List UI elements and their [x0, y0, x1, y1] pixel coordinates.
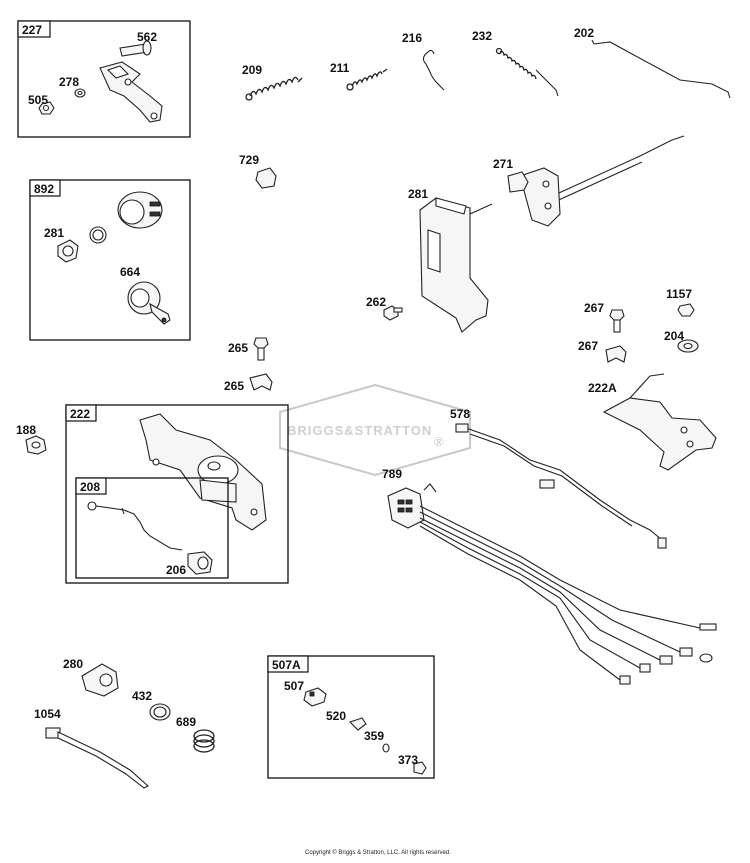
part-562[interactable]: 562: [119, 30, 157, 57]
part-1054[interactable]: 1054: [34, 707, 149, 789]
watermark-symbol: ®: [434, 434, 445, 449]
part-664-label: 281: [44, 226, 64, 240]
part-232[interactable]: 232: [472, 29, 559, 97]
part-204[interactable]: 204: [664, 329, 699, 353]
part-267-left[interactable]: 265: [228, 337, 269, 361]
box-892-label: 892: [34, 182, 54, 196]
box-208[interactable]: 208: [75, 477, 229, 579]
part-262-label: 262: [366, 295, 386, 309]
box-227[interactable]: 227: [17, 20, 191, 138]
link-rod-208: [87, 501, 183, 551]
part-359[interactable]: 359: [364, 729, 390, 753]
part-278-label: 278: [59, 75, 79, 89]
ignition-switch-892: [117, 191, 163, 229]
part-578-label: 578: [450, 407, 470, 421]
box-222[interactable]: 222: [65, 404, 289, 584]
part-280[interactable]: 280: [63, 657, 119, 697]
part-265-left[interactable]: 265: [224, 373, 273, 393]
part-373-label: 373: [398, 753, 418, 767]
part-689[interactable]: 689: [176, 715, 215, 753]
watermark: BRIGGS&STRATTON ®: [279, 383, 471, 477]
watermark-text: BRIGGS&STRATTON: [287, 423, 432, 438]
part-232-label: 232: [472, 29, 492, 43]
bracket-227: [99, 61, 163, 123]
part-265-right[interactable]: 267: [578, 339, 627, 363]
part-507[interactable]: 507: [284, 679, 327, 707]
part-578[interactable]: 578: [450, 407, 667, 549]
part-280-label: 280: [63, 657, 83, 671]
part-271-label: 271: [493, 157, 513, 171]
box-507A[interactable]: 507A: [267, 655, 435, 779]
part-267-right[interactable]: 267: [584, 301, 625, 333]
part-262[interactable]: 262: [366, 295, 403, 321]
part-432-label: 432: [132, 689, 152, 703]
part-990[interactable]: 664: [120, 265, 171, 325]
part-373[interactable]: 373: [398, 753, 427, 775]
part-789-label: 789: [382, 467, 402, 481]
part-520[interactable]: 520: [326, 709, 367, 731]
copyright-text: Copyright © Briggs & Stratton, LLC. All …: [305, 849, 451, 856]
part-281[interactable]: 281: [408, 187, 493, 333]
part-222A-label: 222A: [588, 381, 617, 395]
part-267-right-label: 267: [584, 301, 604, 315]
part-432[interactable]: 432: [132, 689, 171, 721]
part-664[interactable]: 281: [44, 226, 79, 263]
part-562-label: 562: [137, 30, 157, 44]
box-227-label: 227: [22, 23, 42, 37]
box-892[interactable]: 892: [29, 179, 191, 341]
part-209-label: 209: [242, 63, 262, 77]
part-211-label: 211: [330, 61, 350, 75]
part-202-label: 202: [574, 26, 594, 40]
part-729[interactable]: 729: [239, 153, 277, 189]
part-281-label: 281: [408, 187, 428, 201]
part-1054-label: 1054: [34, 707, 61, 721]
part-990-label: 664: [120, 265, 140, 279]
part-505-label: 505: [28, 93, 48, 107]
part-188-label: 188: [16, 423, 36, 437]
part-202[interactable]: 202: [574, 26, 731, 99]
solenoid-bracket-222: [139, 413, 267, 531]
part-209[interactable]: 209: [242, 63, 303, 101]
part-216[interactable]: 216: [402, 31, 445, 91]
part-729-label: 729: [239, 153, 259, 167]
part-265-left-label: 265: [224, 379, 244, 393]
part-206[interactable]: 206: [166, 551, 213, 577]
part-188[interactable]: 188: [16, 423, 47, 455]
nut-892: [89, 226, 107, 244]
part-211[interactable]: 211: [330, 61, 388, 91]
part-271[interactable]: 271: [493, 135, 685, 227]
part-520-label: 520: [326, 709, 346, 723]
part-505[interactable]: 505: [28, 93, 55, 115]
part-222A[interactable]: 222A: [588, 373, 717, 471]
part-507-label: 507: [284, 679, 304, 693]
part-206-label: 206: [166, 563, 186, 577]
part-789[interactable]: 789: [382, 467, 717, 685]
box-222-label: 222: [70, 407, 90, 421]
part-216-label: 216: [402, 31, 422, 45]
part-1157-label: 1157: [666, 287, 692, 301]
part-278[interactable]: 278: [59, 75, 86, 98]
box-208-label: 208: [80, 480, 100, 494]
part-1157[interactable]: 1157: [666, 287, 695, 317]
part-265-right-label: 267: [578, 339, 598, 353]
box-507A-label: 507A: [272, 658, 301, 672]
part-359-label: 359: [364, 729, 384, 743]
part-267-left-label: 265: [228, 341, 248, 355]
part-204-label: 204: [664, 329, 684, 343]
part-689-label: 689: [176, 715, 196, 729]
